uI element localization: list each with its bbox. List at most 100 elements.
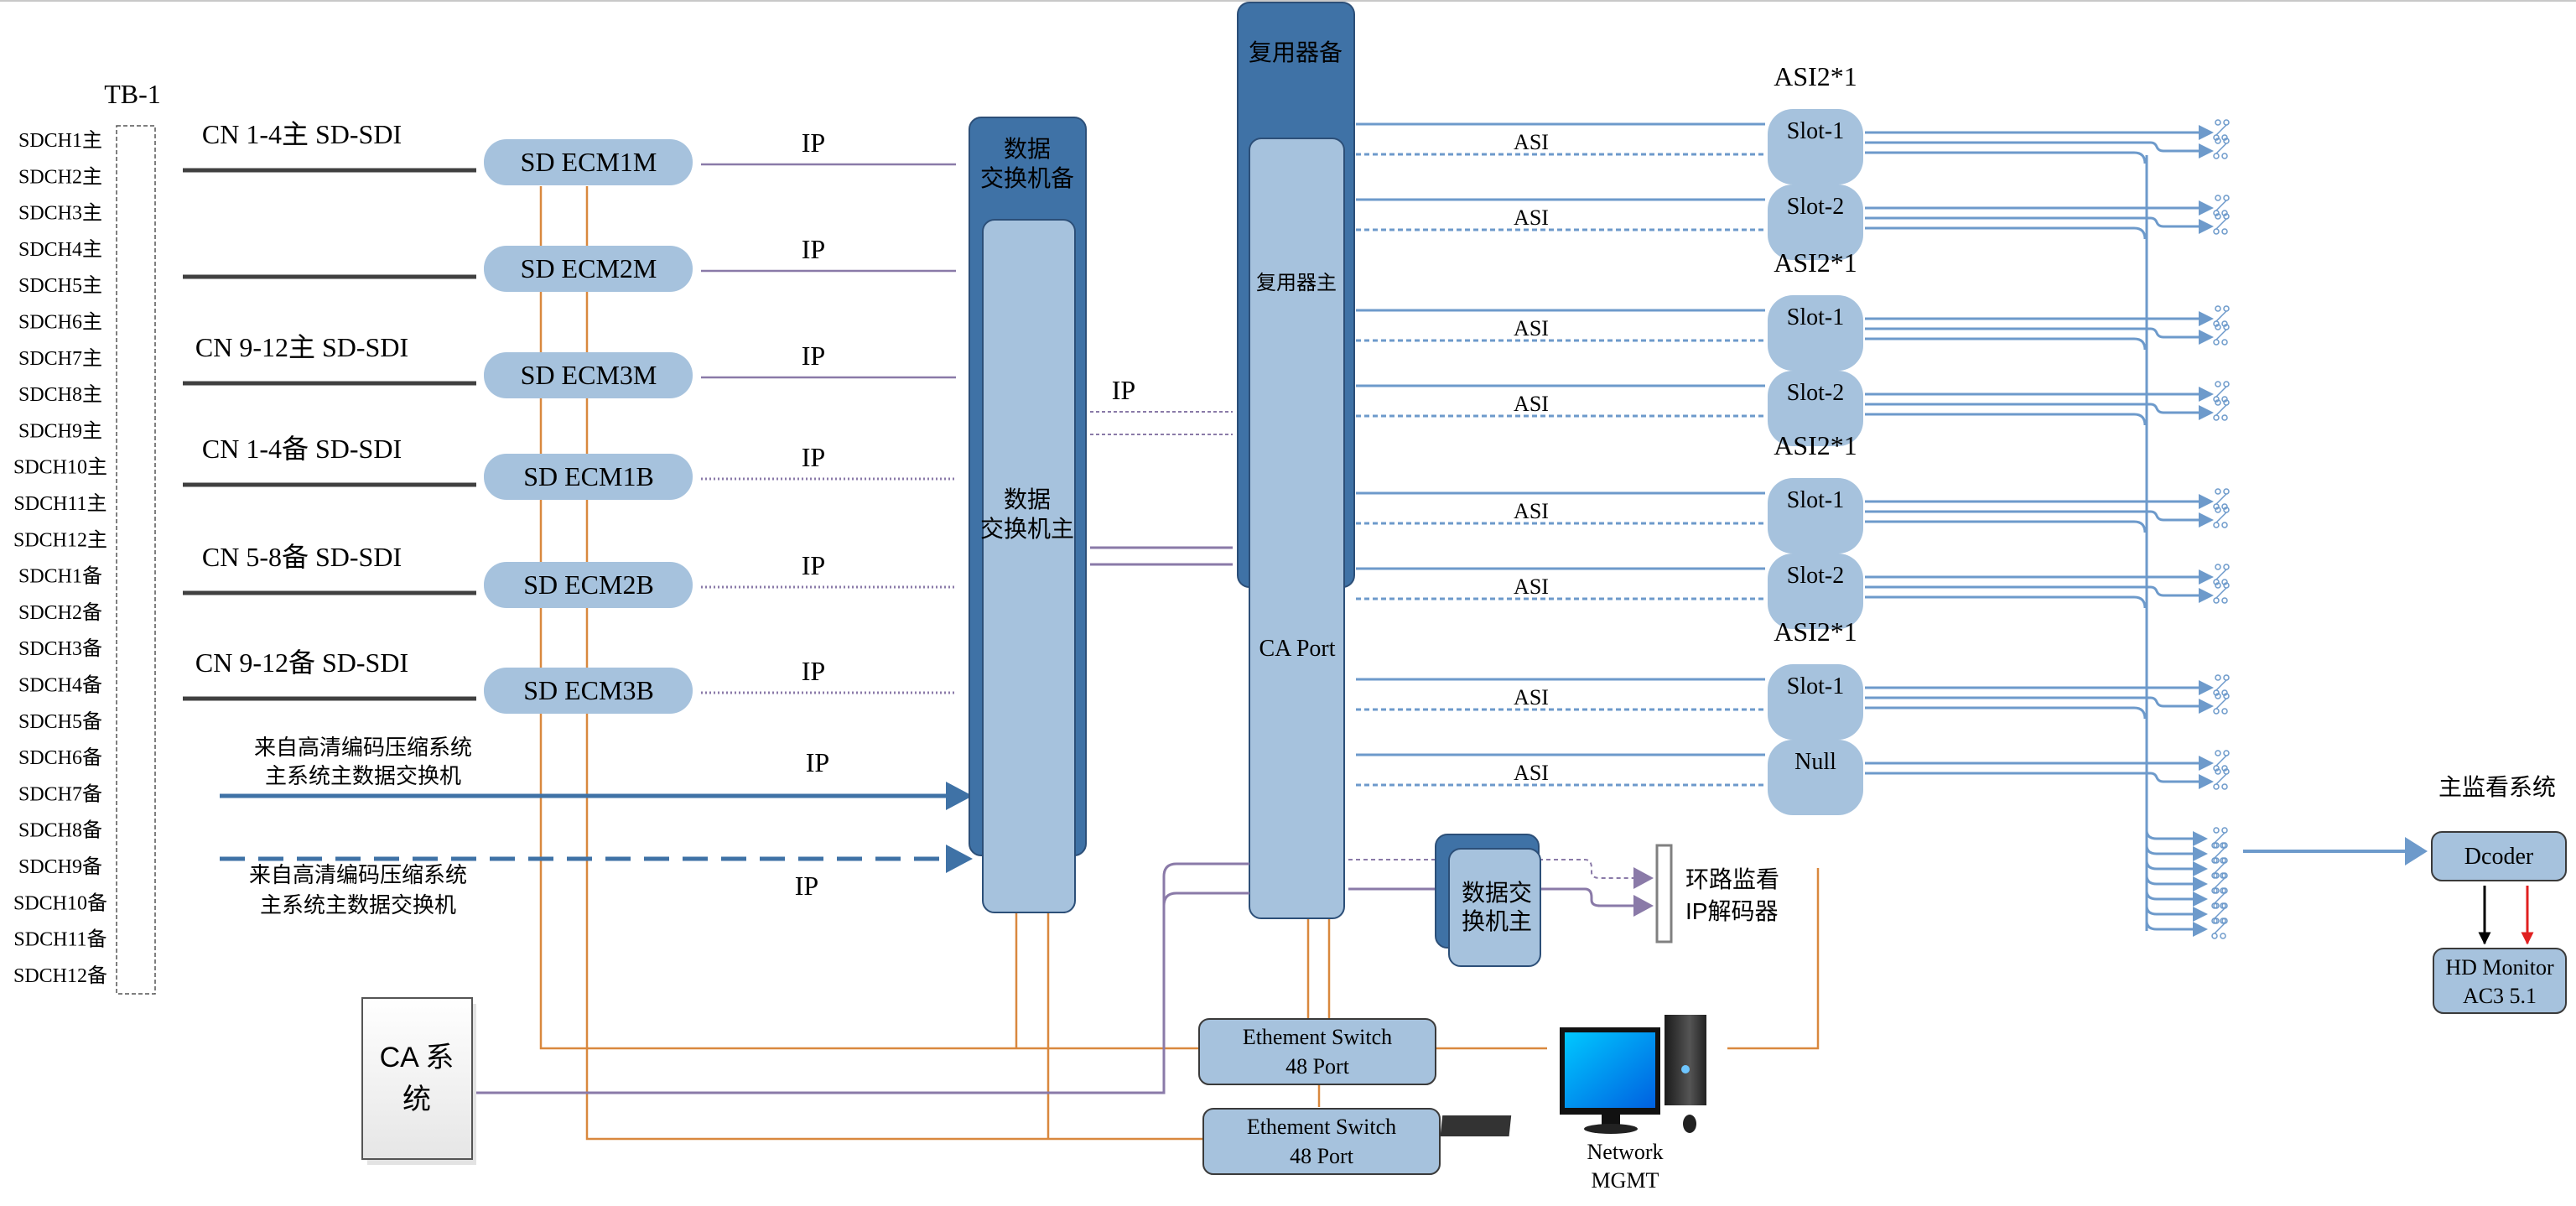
sdi-input-label: CN 9-12主 SD-SDI <box>195 332 408 362</box>
hd-monitor-box[interactable]: HD Monitor AC3 5.1 <box>2433 948 2567 1014</box>
asi-link-label: ASI <box>1514 574 1549 599</box>
arrow-right-icon <box>2199 387 2214 402</box>
asi-slot[interactable]: Slot-1 <box>1768 295 1863 371</box>
encoder-module[interactable]: SD ECM2M <box>484 246 693 292</box>
slot-output-line <box>1865 403 2201 414</box>
sdch-channel-label: SDCH9主 <box>18 419 102 442</box>
encoder-module-label: SD ECM3B <box>523 675 654 705</box>
bus-feed-line <box>1865 226 2147 240</box>
encoder-module[interactable]: SD ECM1B <box>484 454 693 500</box>
sdch-channel-list: SDCH1主SDCH2主SDCH3主SDCH4主SDCH5主SDCH6主SDCH… <box>13 129 107 987</box>
arrow-right-icon <box>2193 846 2208 861</box>
bus-feed-line <box>1865 413 2147 426</box>
sdch-channel-label: SDCH3备 <box>18 637 102 660</box>
mux-backup-label: 复用器备 <box>1249 39 1343 65</box>
network-mgmt-label-2: MGMT <box>1592 1168 1659 1193</box>
asi-slot[interactable]: Slot-1 <box>1768 478 1863 554</box>
asi-slot-label: Slot-1 <box>1787 673 1844 699</box>
asi-slot[interactable]: Null <box>1768 740 1863 815</box>
arrow-right-icon <box>2199 143 2214 159</box>
ethernet-switch-2-label-2: 48 Port <box>1290 1144 1354 1168</box>
arrow-right-icon <box>2199 494 2214 509</box>
ip-link-label: IP <box>802 442 825 472</box>
sdi-input-label: CN 5-8备 SD-SDI <box>202 542 402 572</box>
asi-slot[interactable]: Slot-2 <box>1768 185 1863 260</box>
hd-monitor-label-2: AC3 5.1 <box>2463 984 2537 1008</box>
arrow-right-icon <box>946 845 973 873</box>
arrow-right-icon <box>946 782 973 810</box>
asi-slot-label: Slot-1 <box>1787 304 1844 330</box>
tb-label: TB-1 <box>104 79 161 109</box>
mux-main[interactable]: 复用器主 CA Port <box>1249 138 1345 919</box>
encoder-module[interactable]: SD ECM3M <box>484 352 693 398</box>
asi-link-label: ASI <box>1514 499 1549 523</box>
slot-output-line <box>1865 141 2201 153</box>
asi-link-label: ASI <box>1514 685 1549 710</box>
loop-monitor-label-1: 环路监看 <box>1685 866 1779 892</box>
asi-slot[interactable]: Slot-1 <box>1768 109 1863 185</box>
switch-contact-icon <box>2213 119 2230 141</box>
switch-contact-icon <box>2213 564 2230 585</box>
asi-slot[interactable]: Slot-1 <box>1768 664 1863 740</box>
external-input-main-label-2: 主系统主数据交换机 <box>265 763 461 788</box>
monitor-feed-line <box>2145 875 2195 886</box>
switch-contact-icon <box>2213 507 2230 528</box>
loop-data-switch[interactable]: 数据交 换机主 <box>1435 834 1541 967</box>
encoder-module-label: SD ECM1B <box>523 461 654 491</box>
asi-slot-label: Slot-2 <box>1787 380 1844 406</box>
monitor-feed-line <box>2145 890 2195 901</box>
mux-main-label: 复用器主 <box>1256 272 1337 294</box>
ca-system-box[interactable]: CA 系 统 <box>361 997 476 1165</box>
ethernet-switch-1[interactable]: Ethement Switch 48 Port <box>1198 1018 1436 1085</box>
network-mgmt-pc[interactable]: Network MGMT <box>1440 1015 1706 1193</box>
sdch-channel-label: SDCH2备 <box>18 601 102 624</box>
switch-to-mux-link-label: IP <box>1112 375 1135 405</box>
asi-slot[interactable]: Slot-2 <box>1768 554 1863 629</box>
asi-group-title: ASI2*1 <box>1774 616 1857 647</box>
network-mgmt-label-1: Network <box>1587 1140 1664 1164</box>
loop-monitor-decoder[interactable]: 环路监看 IP解码器 <box>1655 844 1779 943</box>
switch-contact-icon <box>2213 750 2230 772</box>
switch-contact-icon <box>2213 768 2230 790</box>
encoder-module[interactable]: SD ECM1M <box>484 139 693 185</box>
bus-feed-line <box>1865 520 2147 533</box>
sdi-input-label: CN 1-4主 SD-SDI <box>202 119 402 149</box>
encoder-module[interactable]: SD ECM2B <box>484 562 693 608</box>
asi-group-title: ASI2*1 <box>1774 61 1857 91</box>
external-input-main: 来自高清编码压缩系统 主系统主数据交换机 IP <box>220 735 973 810</box>
sdch-channel-label: SDCH11备 <box>13 928 106 951</box>
bus-feed-line <box>1865 337 2147 351</box>
ip-link-label: IP <box>802 234 825 264</box>
switch-contact-icon <box>2213 213 2230 235</box>
sdch-channel-label: SDCH8备 <box>18 819 102 842</box>
ethernet-switch-2[interactable]: Ethement Switch 48 Port <box>1202 1108 1441 1175</box>
switch-contact-icon <box>2213 381 2230 403</box>
switch-contact-icon <box>2213 195 2230 216</box>
arrow-right-icon <box>2199 219 2214 234</box>
computer-icon <box>1440 1015 1706 1136</box>
monitor-feed-line <box>2145 860 2195 871</box>
asi-group-title: ASI2*1 <box>1774 430 1857 460</box>
sdch-channel-label: SDCH3主 <box>18 202 102 225</box>
ip-link-label: IP <box>802 127 825 158</box>
asi-slot[interactable]: Slot-2 <box>1768 371 1863 446</box>
asi-slot-label: Null <box>1794 749 1836 775</box>
data-switch-main[interactable]: 数据 交换机主 <box>980 219 1076 913</box>
sdch-channel-label: SDCH8主 <box>18 383 102 406</box>
bus-feed-line <box>1865 706 2147 720</box>
decoder-box[interactable]: Dcoder <box>2431 831 2567 881</box>
external-input-main-link-label: IP <box>806 747 829 777</box>
slot-output-line <box>1865 585 2201 597</box>
switch-contact-icon <box>2213 582 2230 604</box>
sdch-channel-label: SDCH6主 <box>18 311 102 334</box>
encoder-module[interactable]: SD ECM3B <box>484 668 693 714</box>
ca-port-label: CA Port <box>1259 636 1335 662</box>
ethernet-switch-2-label-1: Ethement Switch <box>1247 1115 1396 1139</box>
arrow-right-icon <box>2199 588 2214 603</box>
external-input-backup-link-label: IP <box>795 871 818 901</box>
arrow-right-icon <box>2193 831 2208 846</box>
encoder-module-label: SD ECM3M <box>521 360 657 390</box>
